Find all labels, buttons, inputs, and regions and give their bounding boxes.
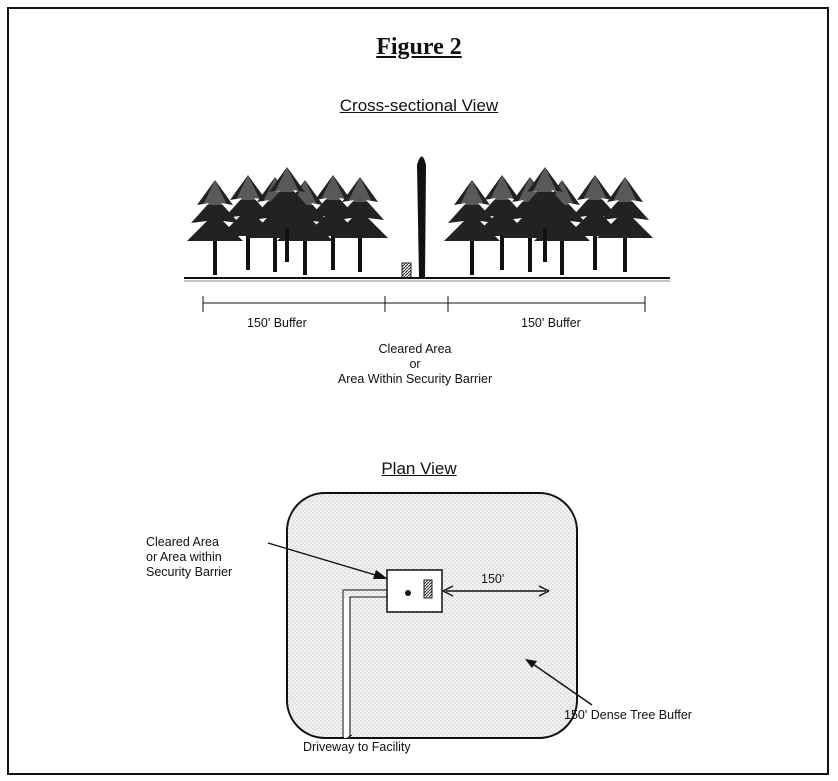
equipment-shelter-icon <box>401 262 412 279</box>
cross-section-heading: Cross-sectional View <box>339 96 499 115</box>
tower-icon <box>417 156 426 278</box>
tree-row-right <box>444 167 653 275</box>
tree-row-left <box>187 167 388 275</box>
driveway-line <box>342 589 387 738</box>
tree-buffer-area <box>286 492 578 739</box>
equipment-shelter-icon <box>423 579 433 599</box>
caption-line: Cleared Area <box>378 342 452 356</box>
figure-border <box>7 7 829 775</box>
buffer-dimension-line <box>202 296 646 312</box>
label-line: Cleared Area <box>146 535 219 549</box>
driveway-arrow <box>346 734 353 739</box>
driveway-line <box>349 596 387 738</box>
cleared-area-box <box>386 569 443 613</box>
right-buffer-label: 150' Buffer <box>521 316 581 330</box>
distance-label: 150' <box>481 572 505 586</box>
caption-line: Area Within Security Barrier <box>337 372 493 386</box>
tree-buffer-label: 150' Dense Tree Buffer <box>564 708 692 722</box>
tree-buffer-arrow <box>525 659 593 706</box>
label-line: or Area within <box>146 550 222 564</box>
cleared-area-arrow <box>267 542 388 579</box>
figure-title: Figure 2 <box>376 34 462 60</box>
left-buffer-label: 150' Buffer <box>247 316 307 330</box>
driveway-label: Driveway to Facility <box>303 740 411 754</box>
label-line: Security Barrier <box>146 565 233 579</box>
caption-line: or <box>409 357 421 371</box>
distance-arrow <box>442 585 550 597</box>
tower-icon <box>405 590 411 596</box>
cleared-area-caption: Cleared Area or Area Within Security Bar… <box>300 342 530 387</box>
plan-cleared-area-label: Cleared Area or Area within Security Bar… <box>146 535 232 580</box>
plan-view-heading: Plan View <box>381 459 457 478</box>
